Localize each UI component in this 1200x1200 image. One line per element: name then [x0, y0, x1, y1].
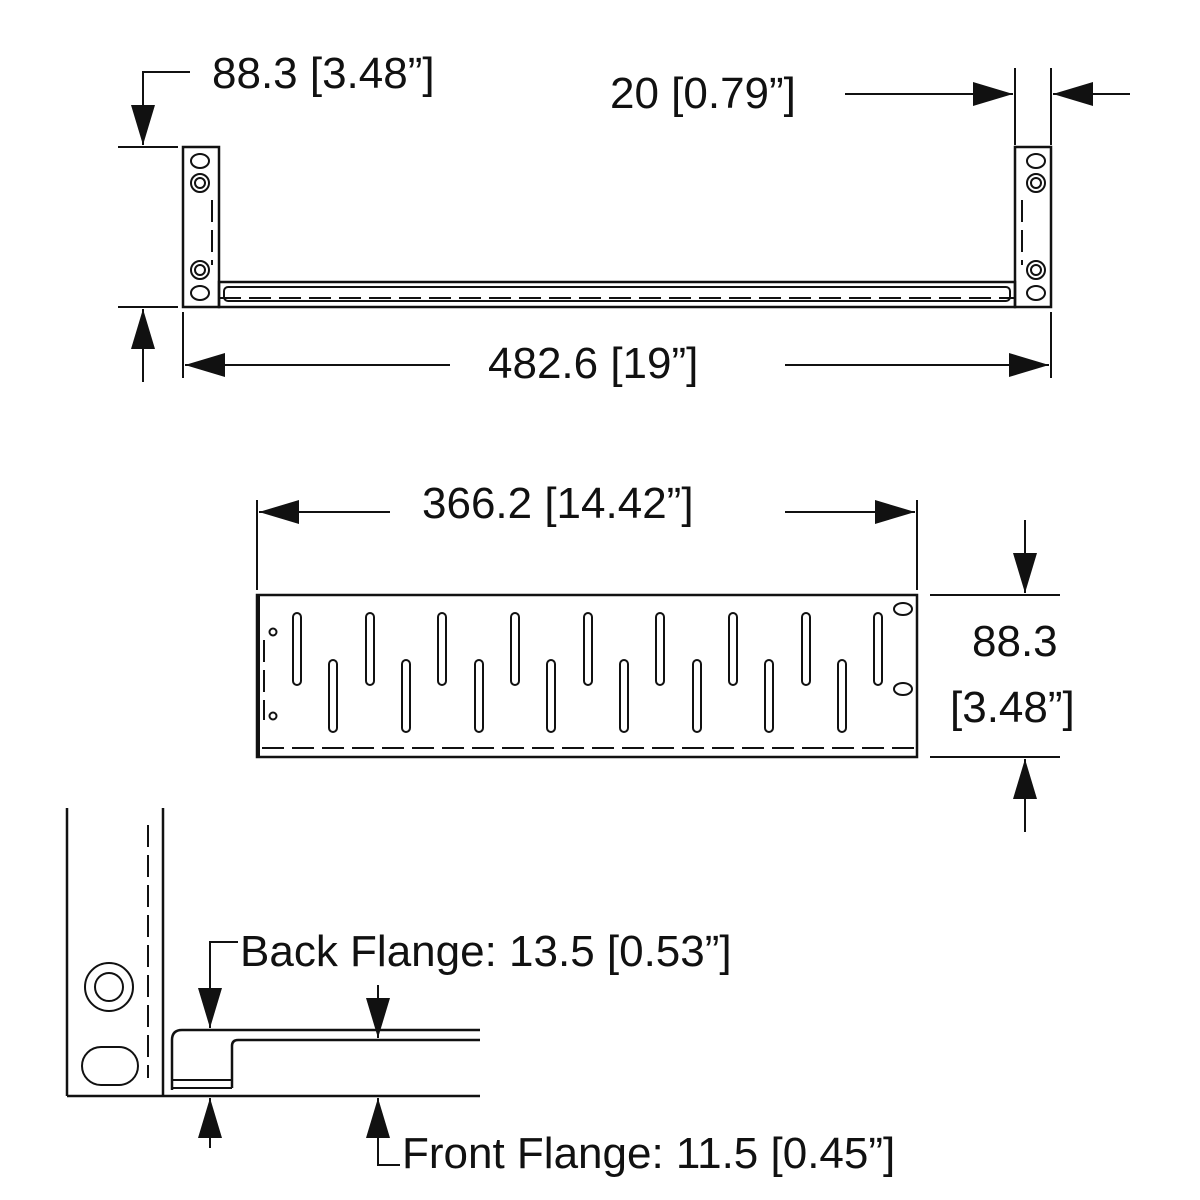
vent-slot: [365, 612, 375, 686]
left-rack-ear: [181, 145, 221, 309]
overall-width-dimension: 482.6 [19”]: [182, 312, 1052, 388]
side-height-label-value: 88.3: [972, 617, 1058, 666]
vent-slot: [837, 659, 847, 733]
vent-slot: [873, 612, 883, 686]
overall-width-label: 482.6 [19”]: [488, 339, 698, 388]
vent-slot: [655, 612, 665, 686]
ear-width-label: 20 [0.79”]: [610, 69, 796, 118]
side-panel: [255, 593, 919, 759]
front-height-dimension: 88.3 [3.48”]: [118, 49, 435, 382]
vent-slot: [328, 659, 338, 733]
vent-slot: [692, 659, 702, 733]
detail-view: Back Flange: 13.5 [0.53”] Front Flange: …: [65, 808, 895, 1178]
rack-ear-detail: [65, 808, 480, 1098]
vent-slot: [728, 612, 738, 686]
vent-slot: [583, 612, 593, 686]
vent-slot: [401, 659, 411, 733]
vent-slot: [437, 612, 447, 686]
right-rack-ear: [1013, 145, 1053, 309]
shelf-base: [217, 280, 1017, 309]
depth-label: 366.2 [14.42”]: [422, 479, 694, 528]
side-height-label-inches: [3.48”]: [950, 683, 1075, 732]
ventilation-slots: [292, 612, 883, 733]
side-view: 366.2 [14.42”] 88.3 [3.48”]: [255, 479, 1075, 832]
front-view: 88.3 [3.48”] 20 [0.79”] 482.6 [19”]: [118, 49, 1130, 388]
back-flange-label: Back Flange: 13.5 [0.53”]: [240, 927, 732, 976]
vent-slot: [292, 612, 302, 686]
back-flange-dimension: Back Flange: 13.5 [0.53”]: [198, 927, 732, 1038]
vent-slot: [801, 612, 811, 686]
front-height-label: 88.3 [3.48”]: [212, 49, 435, 98]
vent-slot: [619, 659, 629, 733]
vent-slot: [510, 612, 520, 686]
side-height-dimension: 88.3 [3.48”]: [930, 520, 1075, 832]
flange-profile: [170, 1028, 480, 1090]
front-flange-label: Front Flange: 11.5 [0.45”]: [402, 1129, 895, 1178]
vent-slot: [764, 659, 774, 733]
depth-dimension: 366.2 [14.42”]: [256, 479, 918, 590]
front-flange-dimension: Front Flange: 11.5 [0.45”]: [198, 1098, 895, 1178]
vent-slot: [474, 659, 484, 733]
vent-slot: [546, 659, 556, 733]
ear-width-dimension: 20 [0.79”]: [610, 68, 1130, 145]
